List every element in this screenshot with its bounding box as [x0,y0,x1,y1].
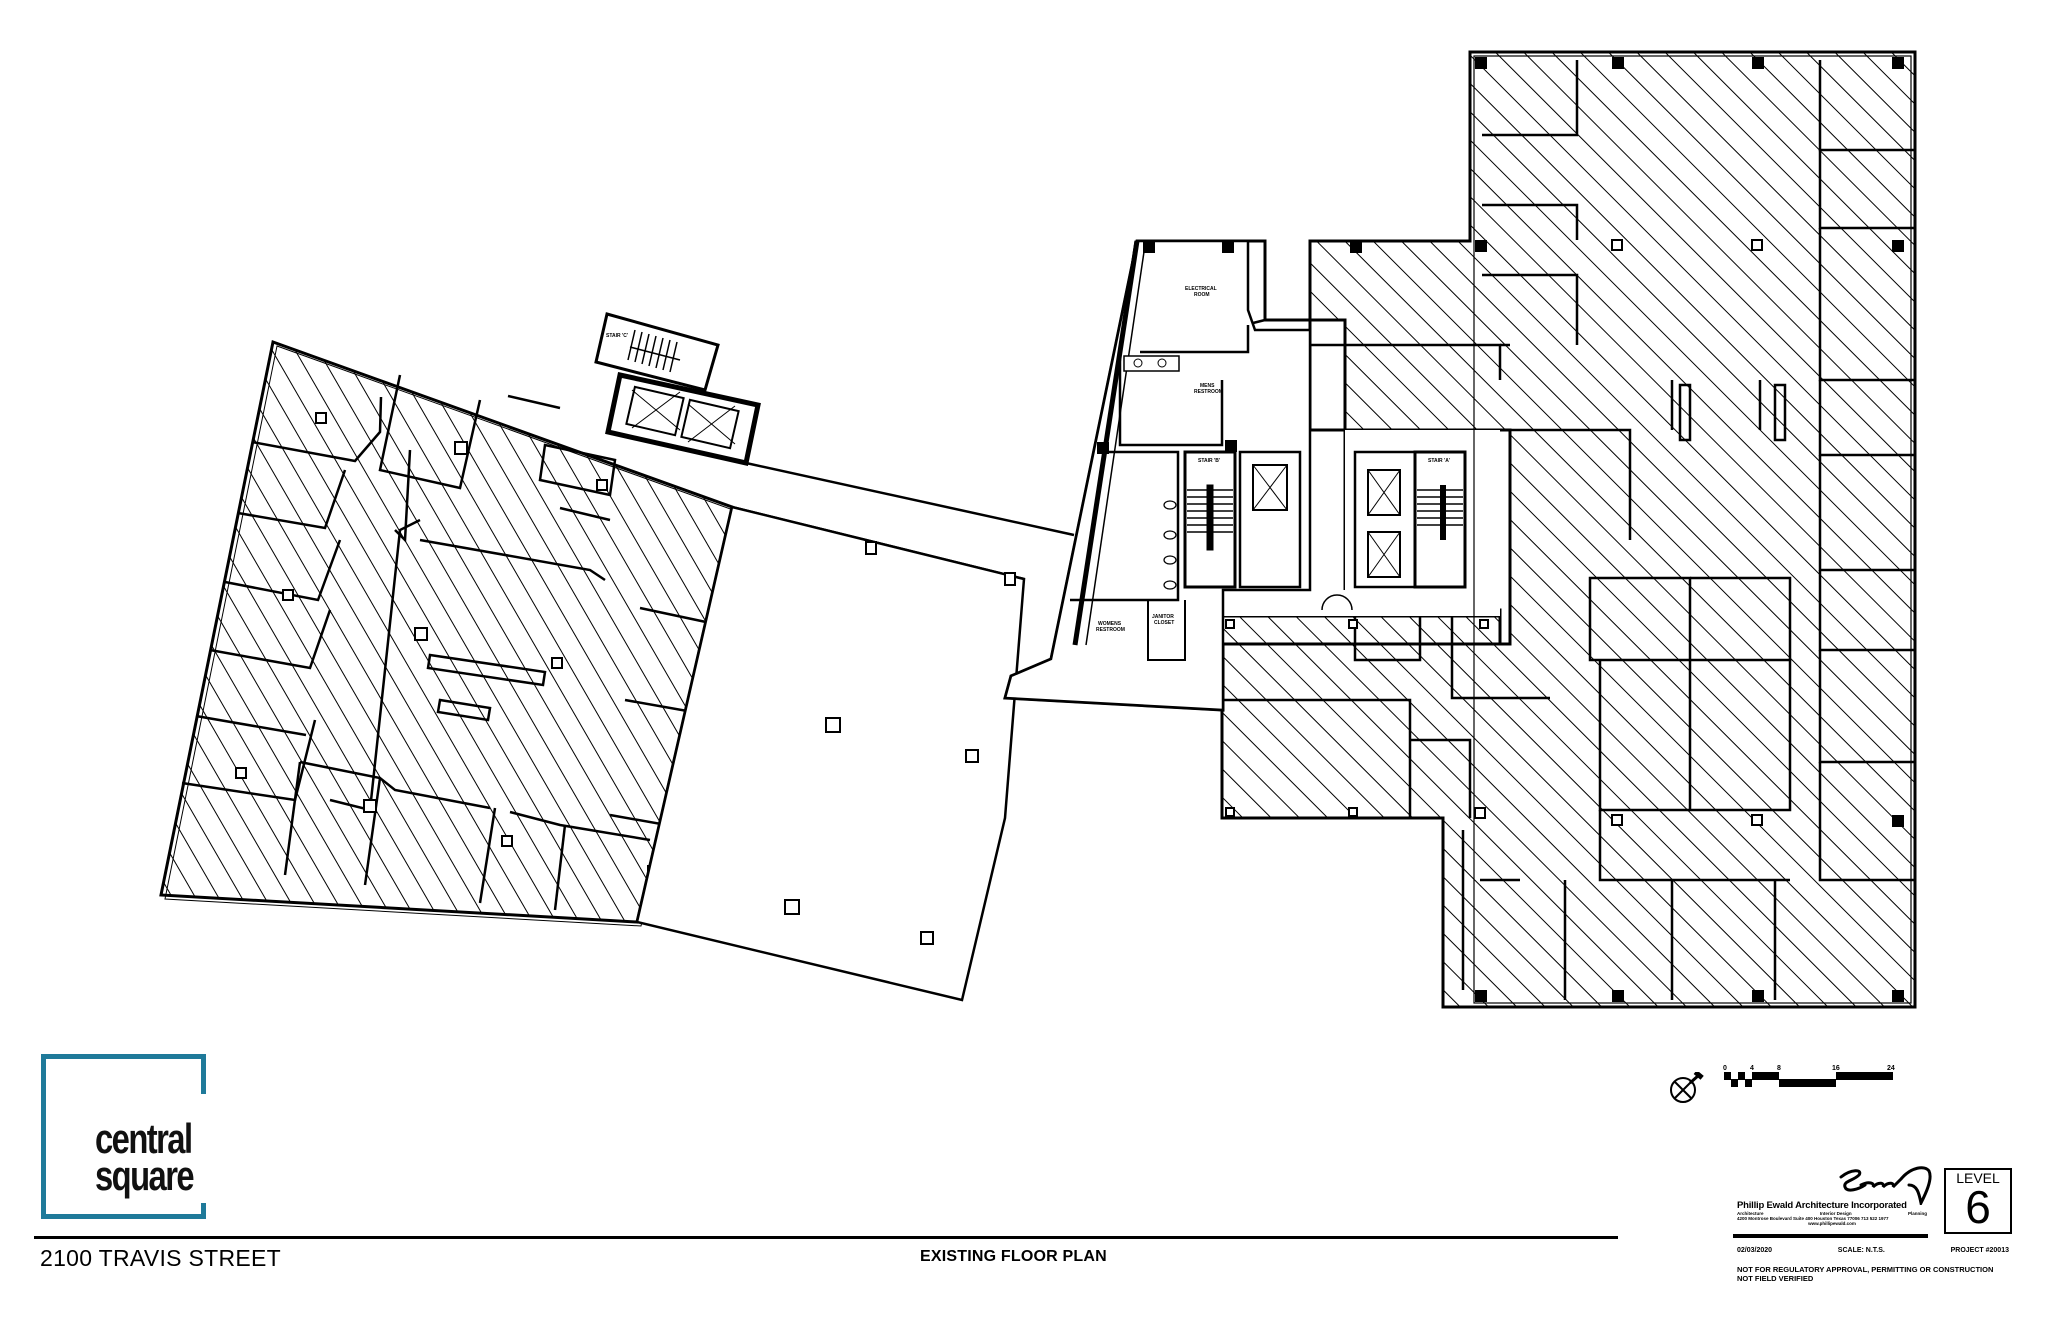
central-square-logo: central square [41,1054,206,1219]
logo-frame-right-bottom [201,1203,206,1219]
title-rule [34,1236,1618,1239]
drawing-date: 02/03/2020 [1737,1247,1773,1254]
project-address: 2100 TRAVIS STREET [40,1245,282,1271]
scale-tick-8: 8 [1777,1065,1781,1072]
logo-frame [41,1054,206,1219]
architect-name: Phillip Ewald Architecture Incorporated [1737,1200,1907,1211]
scale-tick-16: 16 [1832,1065,1840,1072]
title-block-rule [1733,1234,1928,1238]
logo-line-2: square [95,1152,195,1199]
floor-plan-drawing: STAIR 'C' [159,50,1917,1009]
discipline-planning: Planning [1908,1211,1927,1216]
project-number: PROJECT #20013 [1950,1247,2009,1254]
disclaimer-line-1: NOT FOR REGULATORY APPROVAL, PERMITTING … [1737,1265,1994,1274]
scale-tick-24: 24 [1887,1065,1895,1072]
stair-c-label: STAIR 'C' [606,333,628,339]
north-arrow-icon [1670,1072,1704,1103]
architect-disciplines: Architecture Interior Design Planning [1737,1211,1927,1216]
logo-frame-right-top [201,1054,206,1094]
discipline-interior-design: Interior Design [1819,1211,1852,1216]
open-floor-area [635,505,1026,1002]
stair-b-label-top: STAIR 'B' [1198,458,1220,464]
architect-website: www.phillipewald.com [1808,1221,1856,1226]
scale-bar: 0 4 8 16 24 [1723,1065,1895,1087]
level-indicator: LEVEL 6 [1944,1168,2012,1234]
sheet-title: EXISTING FLOOR PLAN [920,1248,1107,1265]
architect-address: 4200 Montrose Boulevard Suite 400 Housto… [1737,1216,1889,1221]
discipline-architecture: Architecture [1737,1211,1764,1216]
level-number: 6 [1965,1181,1991,1233]
disclaimer: NOT FOR REGULATORY APPROVAL, PERMITTING … [1737,1265,1993,1283]
logo-wordmark: central square [95,1115,195,1199]
architect-block: Phillip Ewald Architecture Incorporated … [1737,1200,1927,1226]
stair-a-label-overlay: STAIR 'A' [1428,458,1450,464]
logo-line-1: central [95,1115,193,1162]
drawing-scale: SCALE: N.T.S. [1837,1247,1885,1254]
west-wing [159,340,737,927]
disclaimer-line-2: NOT FIELD VERIFIED [1737,1274,1814,1283]
architect-signature-logo [1839,1166,1932,1205]
east-tower: STAIR 'A' [1143,50,1917,1009]
stair-c-elevators: STAIR 'C' [594,312,761,466]
level-label: LEVEL [1956,1170,2000,1186]
scale-tick-4: 4 [1750,1065,1754,1072]
scale-tick-0: 0 [1723,1065,1727,1072]
title-block-meta: 02/03/2020 SCALE: N.T.S. PROJECT #20013 [1737,1247,2009,1254]
